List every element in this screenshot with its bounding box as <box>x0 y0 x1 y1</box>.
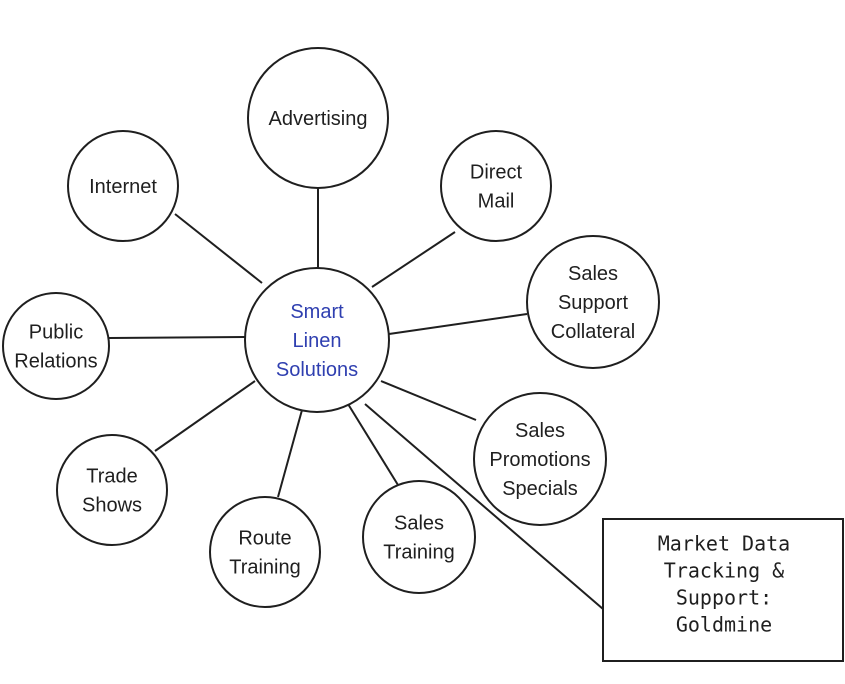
node-trade-shows-circle <box>56 434 168 546</box>
node-sales-support-collateral-circle <box>526 235 660 369</box>
edge-public-relations <box>108 336 246 339</box>
node-public-relations-circle <box>2 292 110 400</box>
node-advertising: Advertising <box>247 47 389 189</box>
edge-sales-promotions-specials <box>380 380 477 421</box>
node-advertising-circle <box>247 47 389 189</box>
connector-lines <box>108 188 604 610</box>
edge-direct-mail <box>371 231 456 288</box>
edge-sales-training <box>347 403 399 486</box>
node-internet-circle <box>67 130 179 242</box>
edge-route-training <box>277 409 303 498</box>
edge-market-data-tracking <box>364 403 604 610</box>
node-internet: Internet <box>67 130 179 242</box>
edge-trade-shows <box>154 380 256 452</box>
edge-sales-support-collateral <box>388 313 528 335</box>
center-node-circle <box>244 267 390 413</box>
node-sales-promotions-specials-circle <box>473 392 607 526</box>
node-advertising-label: Advertising <box>269 108 368 130</box>
node-sales-training-circle <box>362 480 476 594</box>
edge-internet <box>174 213 263 284</box>
node-direct-mail-circle <box>440 130 552 242</box>
node-internet-label: Internet <box>89 176 157 198</box>
node-market-data-tracking-rect <box>602 518 844 662</box>
node-route-training-circle <box>209 496 321 608</box>
